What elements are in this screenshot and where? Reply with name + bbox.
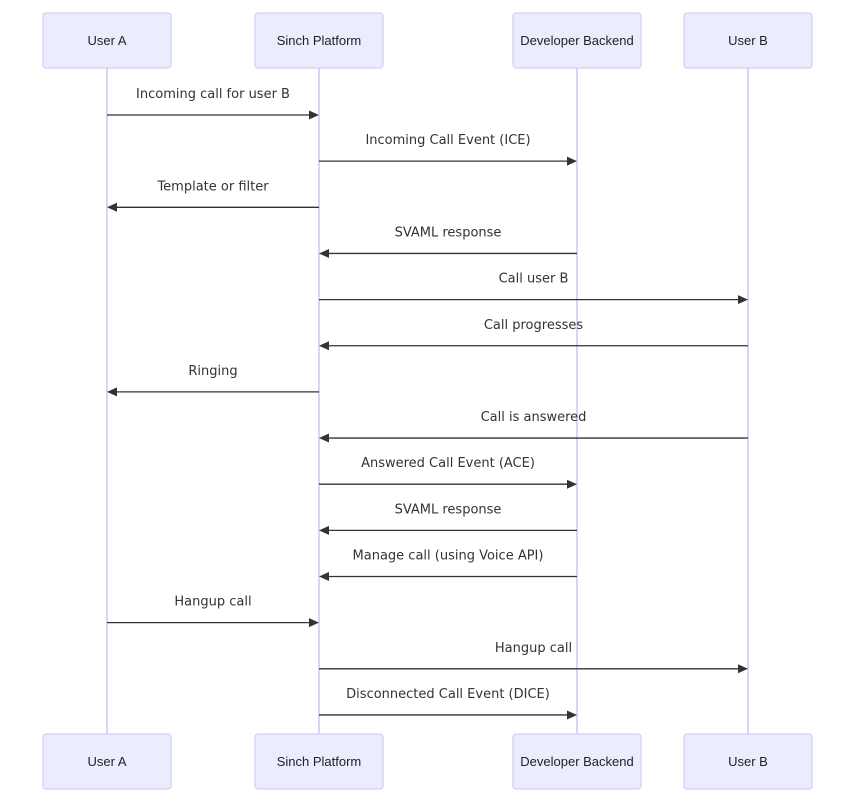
message: Template or filter [107,179,319,212]
message-label: SVAML response [395,502,502,517]
arrowhead-icon [567,710,577,720]
message: Call progresses [319,318,748,351]
message: SVAML response [319,502,577,535]
actor-box [683,12,813,69]
actor-label: Sinch Platform [277,33,362,48]
actor-box [42,733,172,790]
message-label: Incoming call for user B [136,87,290,102]
arrowhead-icon [738,664,748,674]
actor-bottom-backend: Developer Backend [512,733,642,790]
actor-box [42,12,172,69]
actor-top-userA: User A [42,12,172,69]
message-label: Incoming Call Event (ICE) [365,133,530,148]
message-label: Hangup call [174,595,251,610]
arrowhead-icon [309,618,319,628]
message-label: Call user B [499,272,569,287]
actor-label: Developer Backend [520,754,633,769]
arrowhead-icon [567,156,577,166]
message: Incoming Call Event (ICE) [319,133,577,166]
arrowhead-icon [319,572,329,581]
message: Ringing [107,364,319,397]
actor-top-sinch: Sinch Platform [254,12,384,69]
actor-label: Developer Backend [520,33,633,48]
message-label: Template or filter [156,179,269,194]
actor-box [512,12,642,69]
arrowhead-icon [309,110,319,120]
actor-top-userB: User B [683,12,813,69]
arrowhead-icon [738,295,748,305]
arrowhead-icon [107,202,117,212]
message-label: Disconnected Call Event (DICE) [346,687,550,702]
actor-box [683,733,813,790]
actor-bottom-userA: User A [42,733,172,790]
message-label: Manage call (using Voice API) [353,549,544,564]
actor-label: User B [728,754,768,769]
arrowhead-icon [319,525,329,535]
actor-box [512,733,642,790]
message: Hangup call [319,641,748,674]
arrowhead-icon [319,248,329,258]
message: Hangup call [107,595,319,628]
message: Answered Call Event (ACE) [319,456,577,489]
actor-bottom-userB: User B [683,733,813,790]
message-label: Hangup call [495,641,572,656]
message: Disconnected Call Event (DICE) [319,687,577,720]
message: Call is answered [319,410,748,443]
actor-box [254,733,384,790]
actor-label: User B [728,33,768,48]
actor-label: User A [87,754,126,769]
actor-bottom-sinch: Sinch Platform [254,733,384,790]
message: SVAML response [319,225,577,258]
actor-top-backend: Developer Backend [512,12,642,69]
arrowhead-icon [107,387,117,397]
message-label: SVAML response [395,225,502,240]
actor-box [254,12,384,69]
arrowhead-icon [567,479,577,489]
message: Call user B [319,272,748,305]
message: Manage call (using Voice API) [319,549,577,581]
arrowhead-icon [319,433,329,443]
message: Incoming call for user B [107,87,319,120]
message-label: Call is answered [481,410,587,425]
actor-label: Sinch Platform [277,754,362,769]
message-label: Call progresses [484,318,584,333]
message-label: Ringing [188,364,237,379]
message-label: Answered Call Event (ACE) [361,456,535,471]
arrowhead-icon [319,341,329,351]
actor-label: User A [87,33,126,48]
